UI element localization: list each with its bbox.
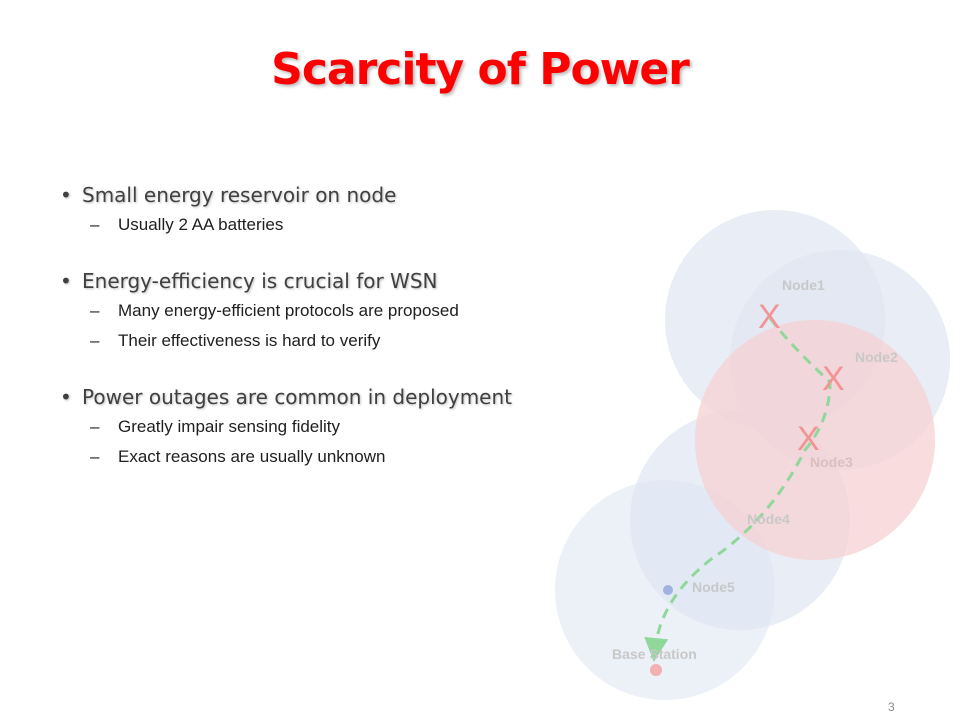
node2-label: Node2 xyxy=(855,349,898,365)
dash-icon: – xyxy=(90,331,100,350)
routing-path xyxy=(644,317,832,662)
sub-bullet-item: – Greatly impair sensing fidelity xyxy=(60,412,700,442)
bullet-item: • Energy-efficiency is crucial for WSN xyxy=(60,266,700,296)
sub-bullet-item: – Many energy-efficient protocols are pr… xyxy=(60,296,700,326)
node5-dot xyxy=(663,585,673,595)
bullet-dot-icon: • xyxy=(60,269,72,293)
dash-icon: – xyxy=(90,301,100,320)
base-station-dot xyxy=(650,664,662,676)
node2-failure-mark: X xyxy=(822,360,845,398)
bullet-item: • Small energy reservoir on node xyxy=(60,180,700,210)
bullet-text: Power outages are common in deployment xyxy=(82,385,512,409)
page-number: 3 xyxy=(888,700,895,714)
dash-icon: – xyxy=(90,417,100,436)
bullet-item: • Power outages are common in deployment xyxy=(60,382,700,412)
sub-bullet-text: Exact reasons are usually unknown xyxy=(118,447,386,466)
dash-icon: – xyxy=(90,215,100,234)
sub-bullet-text: Many energy-efficient protocols are prop… xyxy=(118,301,459,320)
dash-icon: – xyxy=(90,447,100,466)
sub-bullet-item: – Their effectiveness is hard to verify xyxy=(60,326,700,356)
node3-range-circle xyxy=(695,320,935,560)
node3-label: Node3 xyxy=(810,454,853,470)
sub-bullet-text: Usually 2 AA batteries xyxy=(118,215,284,234)
bullet-list: • Small energy reservoir on node – Usual… xyxy=(60,180,700,472)
bullet-text: Energy-efficiency is crucial for WSN xyxy=(82,269,438,293)
sub-bullet-text: Greatly impair sensing fidelity xyxy=(118,417,341,436)
bullet-dot-icon: • xyxy=(60,385,72,409)
sub-bullet-item: – Usually 2 AA batteries xyxy=(60,210,700,240)
bullet-dot-icon: • xyxy=(60,183,72,207)
node3-failure-mark: X xyxy=(797,420,820,458)
sub-bullet-text: Their effectiveness is hard to verify xyxy=(118,331,381,350)
sub-bullet-item: – Exact reasons are usually unknown xyxy=(60,442,700,472)
base-station-label: Base Station xyxy=(612,646,697,662)
slide-title: Scarcity of Power xyxy=(271,44,690,95)
node4-label: Node4 xyxy=(747,511,790,527)
bullet-text: Small energy reservoir on node xyxy=(82,183,397,207)
node1-label: Node1 xyxy=(782,277,825,293)
node5-label: Node5 xyxy=(692,579,735,595)
node1-failure-mark: X xyxy=(758,298,781,336)
